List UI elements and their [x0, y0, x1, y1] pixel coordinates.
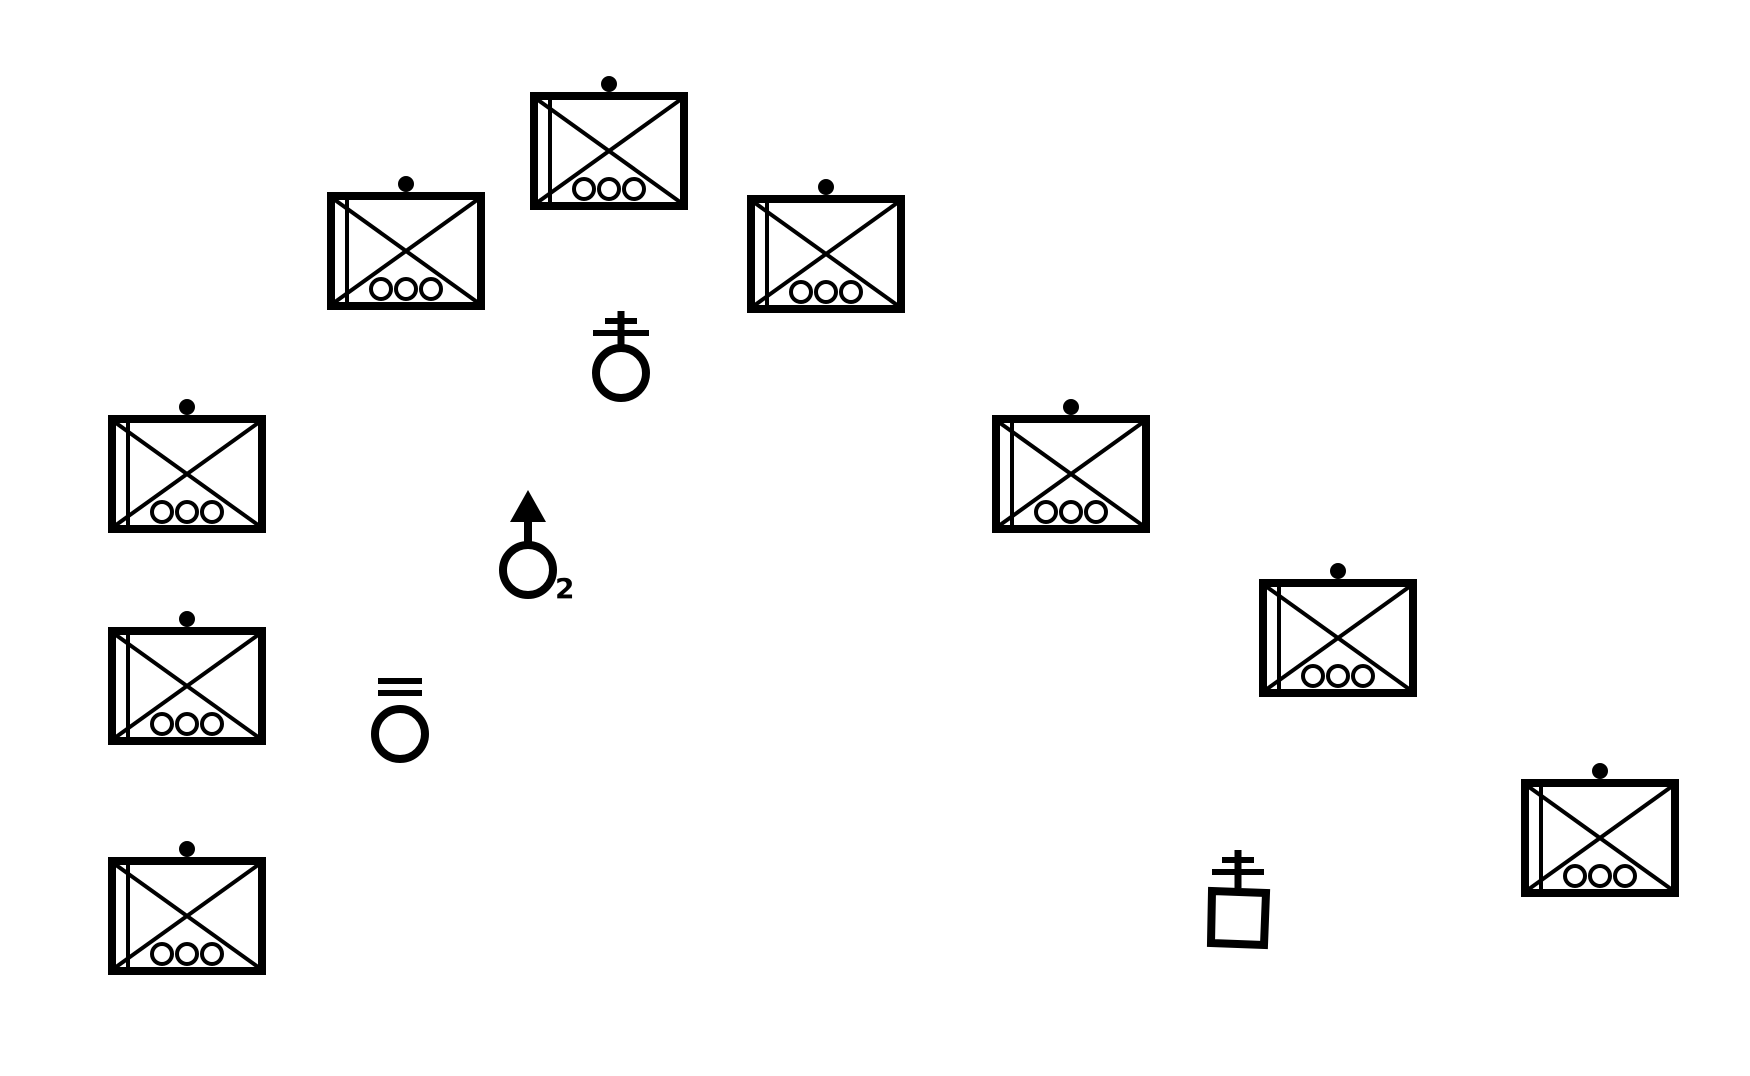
mech-infantry-platoon-symbol — [1521, 763, 1679, 897]
mech-infantry-platoon-symbol — [992, 399, 1150, 533]
mech-infantry-platoon-symbol — [108, 399, 266, 533]
mech-infantry-platoon-symbol — [327, 176, 485, 310]
observer-suffix: 2 — [555, 572, 574, 605]
first-sergeant-symbol — [1206, 850, 1271, 950]
observer-symbol: 2 — [499, 490, 574, 605]
mech-infantry-platoon-symbol — [530, 76, 688, 210]
mech-infantry-platoon-symbol — [108, 611, 266, 745]
mech-infantry-platoon-symbol — [108, 841, 266, 975]
executive-officer-symbol — [371, 678, 429, 763]
mech-infantry-platoon-symbol — [747, 179, 905, 313]
company-commander-symbol — [592, 311, 650, 402]
mech-infantry-platoon-symbol — [1259, 563, 1417, 697]
